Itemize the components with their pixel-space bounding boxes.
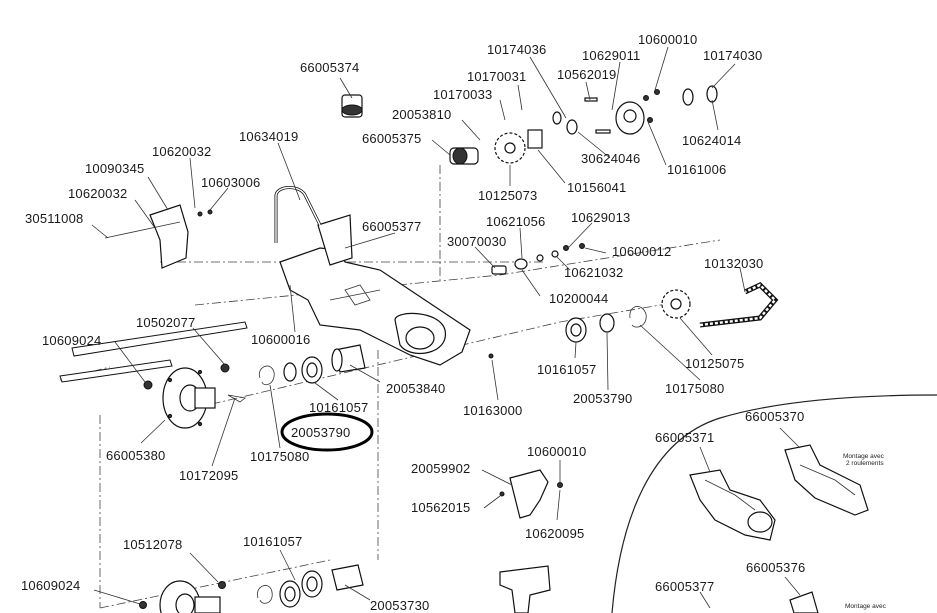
right-bearing-group bbox=[565, 289, 691, 343]
part-label-20053790-circled: 20053790 bbox=[291, 425, 351, 440]
part-label-20053810: 20053810 bbox=[392, 107, 452, 122]
leader-lines bbox=[91, 46, 801, 609]
part-label-10175080-left: 10175080 bbox=[250, 449, 310, 464]
part-label-10620095: 10620095 bbox=[525, 526, 585, 541]
part-label-10090345: 10090345 bbox=[85, 161, 145, 176]
part-label-10629011: 10629011 bbox=[582, 48, 641, 63]
part-label-30511008: 30511008 bbox=[25, 211, 84, 226]
part-label-10163000: 10163000 bbox=[463, 403, 523, 418]
hub-bottom bbox=[159, 580, 221, 613]
part-label-10634019: 10634019 bbox=[239, 129, 299, 144]
part-label-10125073: 10125073 bbox=[478, 188, 538, 203]
part-label-10170033: 10170033 bbox=[433, 87, 493, 102]
part-label-10170031: 10170031 bbox=[467, 69, 527, 84]
part-label-66005376: 66005376 bbox=[746, 560, 806, 575]
part-label-10175080-right: 10175080 bbox=[665, 381, 725, 396]
top-right-rings bbox=[552, 85, 718, 135]
part-label-10161057-bottom: 10161057 bbox=[243, 534, 303, 549]
highlight-ellipse bbox=[280, 412, 374, 452]
part-label-66005380: 66005380 bbox=[106, 448, 166, 463]
section-boundary-curve bbox=[611, 394, 937, 613]
part-label-10600012: 10600012 bbox=[612, 244, 672, 259]
part-label-10621056: 10621056 bbox=[486, 214, 546, 229]
pin-66005375 bbox=[449, 147, 479, 165]
part-label-10200044: 10200044 bbox=[549, 291, 609, 306]
part-label-10562015: 10562015 bbox=[411, 500, 471, 515]
part-label-66005370: 66005370 bbox=[745, 409, 805, 424]
bottom-bearing-stack bbox=[256, 564, 364, 608]
part-label-10603006: 10603006 bbox=[201, 175, 261, 190]
left-bearing-stack bbox=[258, 344, 366, 386]
middle-small-parts bbox=[491, 243, 585, 275]
part-label-10161057-left: 10161057 bbox=[309, 400, 369, 415]
part-label-10620032-mid: 10620032 bbox=[68, 186, 128, 201]
part-label-10161057-right: 10161057 bbox=[537, 362, 597, 377]
part-label-10174030: 10174030 bbox=[703, 48, 763, 63]
part-label-66005377-top: 66005377 bbox=[362, 219, 422, 234]
part-label-10624014: 10624014 bbox=[682, 133, 742, 148]
chain-link-30624046 bbox=[527, 129, 543, 149]
assembly-note-bottom: Montage avec bbox=[845, 603, 886, 610]
part-label-10609024-bottom: 10609024 bbox=[21, 578, 81, 593]
part-label-10600016: 10600016 bbox=[251, 332, 311, 347]
part-label-30070030: 30070030 bbox=[447, 234, 507, 249]
part-label-10174036: 10174036 bbox=[487, 42, 547, 57]
part-label-66005375: 66005375 bbox=[362, 131, 422, 146]
assembly-note-top-line2: 2 roulements bbox=[846, 460, 884, 467]
part-label-66005371: 66005371 bbox=[655, 430, 715, 445]
part-label-10132030: 10132030 bbox=[704, 256, 764, 271]
bracket-20059902 bbox=[499, 469, 563, 519]
swing-arm-frame bbox=[279, 214, 471, 366]
part-label-30624046: 30624046 bbox=[581, 151, 641, 166]
sprocket-small bbox=[494, 132, 526, 164]
pin-66005374 bbox=[341, 94, 363, 118]
arm-assembly-66005370 bbox=[784, 444, 869, 516]
part-label-10156041: 10156041 bbox=[567, 180, 627, 195]
part-label-20053790-right: 20053790 bbox=[573, 391, 633, 406]
arm-assembly-66005371 bbox=[689, 469, 776, 541]
part-label-10609024-top: 10609024 bbox=[42, 333, 102, 348]
part-label-10512078: 10512078 bbox=[123, 537, 183, 552]
chain-10132030 bbox=[699, 281, 779, 328]
part-label-20053840: 20053840 bbox=[386, 381, 446, 396]
part-label-20053730: 20053730 bbox=[370, 598, 430, 613]
part-label-10161006: 10161006 bbox=[667, 162, 727, 177]
assembly-note-top-line1: Montage avec bbox=[843, 453, 884, 460]
axle-shaft bbox=[59, 321, 248, 383]
part-label-20059902: 20059902 bbox=[411, 461, 471, 476]
part-label-10172095: 10172095 bbox=[179, 468, 239, 483]
part-label-10629013: 10629013 bbox=[571, 210, 631, 225]
part-label-66005377-bottom: 66005377 bbox=[655, 579, 715, 594]
hub-66005380 bbox=[162, 367, 216, 429]
part-label-10125075: 10125075 bbox=[685, 356, 745, 371]
bracket-plate bbox=[149, 204, 189, 269]
part-label-10562019: 10562019 bbox=[557, 67, 617, 82]
part-label-10621032: 10621032 bbox=[564, 265, 624, 280]
part-label-10600010-mid: 10600010 bbox=[527, 444, 587, 459]
part-label-10600010-top: 10600010 bbox=[638, 32, 698, 47]
part-label-10502077: 10502077 bbox=[136, 315, 196, 330]
part-label-66005374: 66005374 bbox=[300, 60, 360, 75]
arm-assembly-66005376 bbox=[789, 591, 819, 613]
lower-bracket-plate bbox=[499, 565, 551, 613]
part-label-10620032-top: 10620032 bbox=[152, 144, 212, 159]
